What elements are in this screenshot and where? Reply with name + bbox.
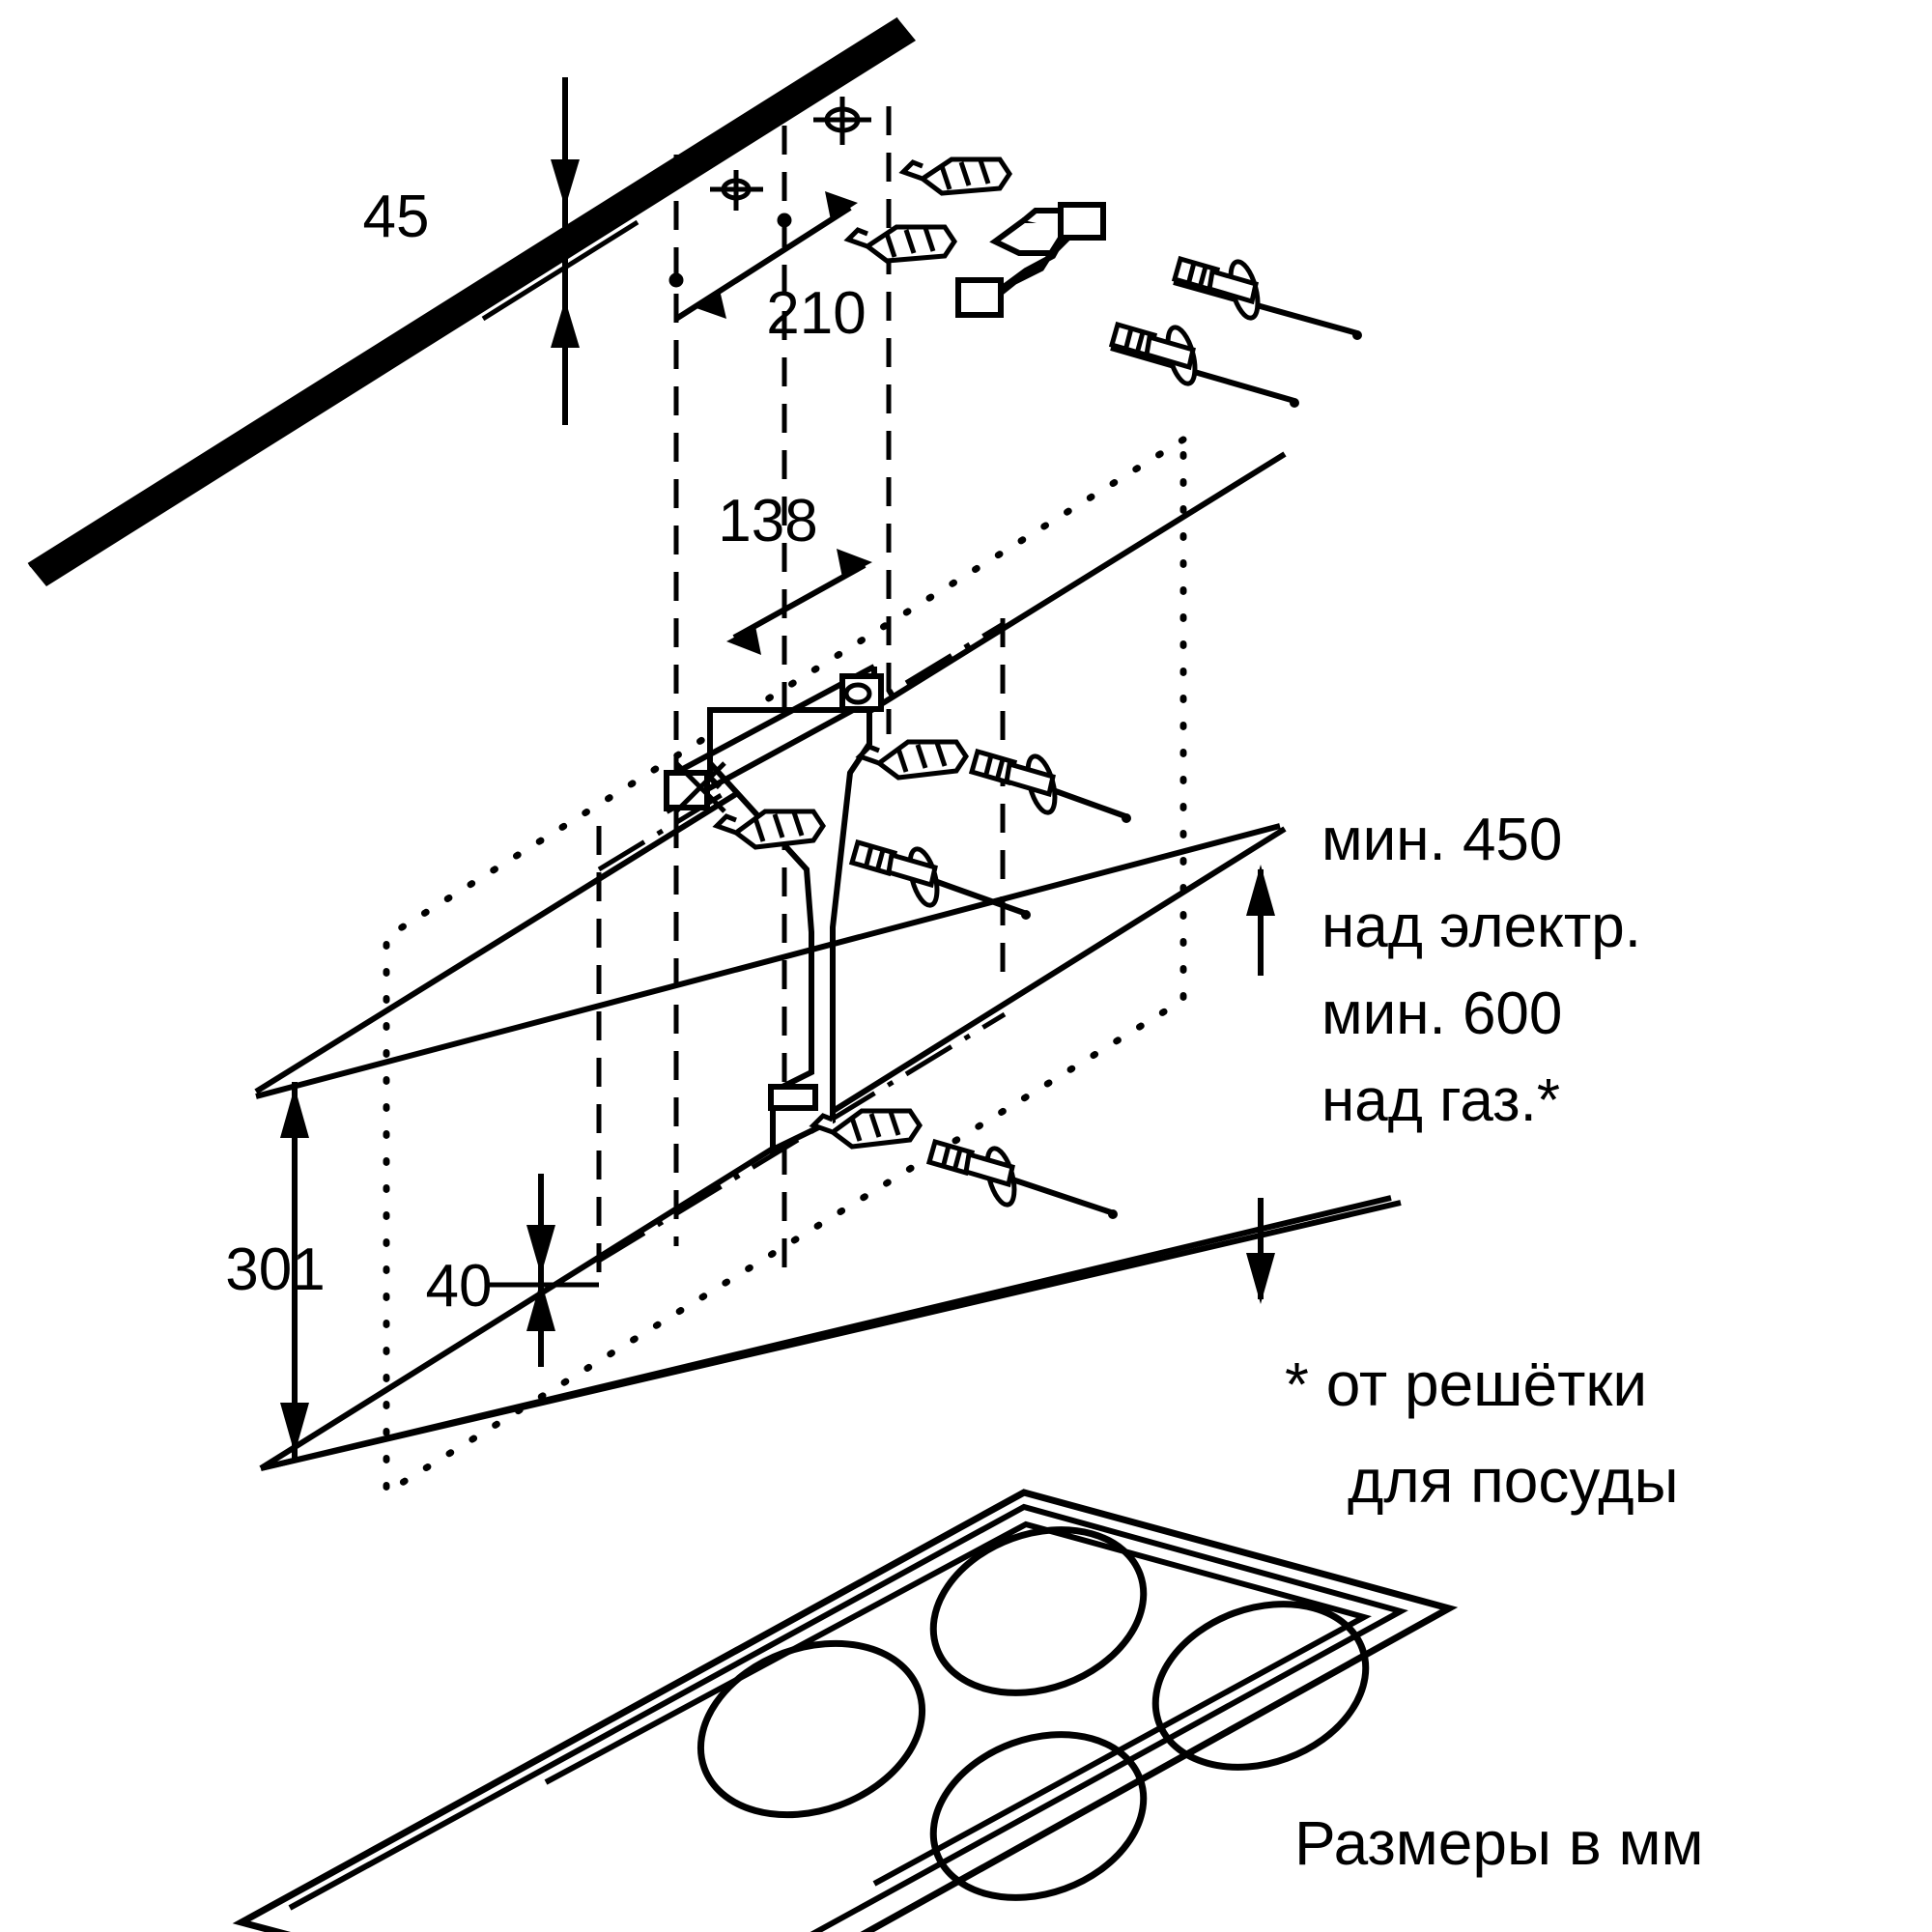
screw-lower — [925, 1138, 1118, 1219]
upper-construction-lines — [673, 106, 892, 1285]
screw-mid-1 — [968, 748, 1131, 823]
wall-plug-upper-1 — [898, 156, 1013, 196]
dimension-301-leaders — [280, 1082, 309, 1459]
wall-outline-dotted — [383, 433, 1187, 1499]
hob-reference-lines — [255, 823, 1392, 1471]
clearance-arrows — [1246, 865, 1275, 1304]
dimension-label-45: 45 — [363, 184, 430, 250]
footnote-line-1: * от решётки — [1285, 1350, 1647, 1419]
wall-plug-mid-1 — [855, 739, 970, 781]
units-note: Размеры в мм — [1294, 1808, 1704, 1878]
lower-construction-lines — [596, 618, 1006, 1285]
screw-upper-2 — [1108, 321, 1299, 408]
center-lines — [597, 620, 1007, 1264]
hood-hanger-clip-2 — [955, 202, 1106, 318]
wall-plug-lower — [809, 1108, 923, 1150]
dimension-label-210: 210 — [766, 280, 866, 347]
upper-drill-holes — [668, 97, 871, 288]
wall-plug-mid-2 — [712, 809, 827, 850]
note-clearance-line-1: мин. 450 — [1321, 807, 1562, 873]
screw-upper-1 — [1171, 255, 1362, 340]
dimension-label-138: 138 — [718, 488, 817, 554]
dimension-45-leaders — [481, 77, 639, 425]
dimension-210-leaders — [674, 191, 858, 322]
dimension-label-40: 40 — [426, 1253, 493, 1320]
cooktop — [232, 1489, 1459, 1932]
bracket-hole-marks — [674, 682, 872, 813]
dimension-40-leaders — [488, 1174, 599, 1367]
wall-top-edge — [27, 16, 916, 586]
footnote-line-2: для посуды — [1348, 1446, 1679, 1516]
cooktop-burners — [696, 1526, 1370, 1901]
screw-mid-2 — [848, 838, 1031, 920]
dimension-label-301: 301 — [225, 1236, 325, 1303]
note-clearance-line-2: над электр. — [1321, 894, 1641, 960]
dimension-138-leaders — [726, 549, 872, 655]
note-clearance-line-3: мин. 600 — [1321, 980, 1562, 1047]
note-clearance-line-4: над газ.* — [1321, 1067, 1560, 1134]
wall-plug-upper-2 — [843, 224, 958, 264]
